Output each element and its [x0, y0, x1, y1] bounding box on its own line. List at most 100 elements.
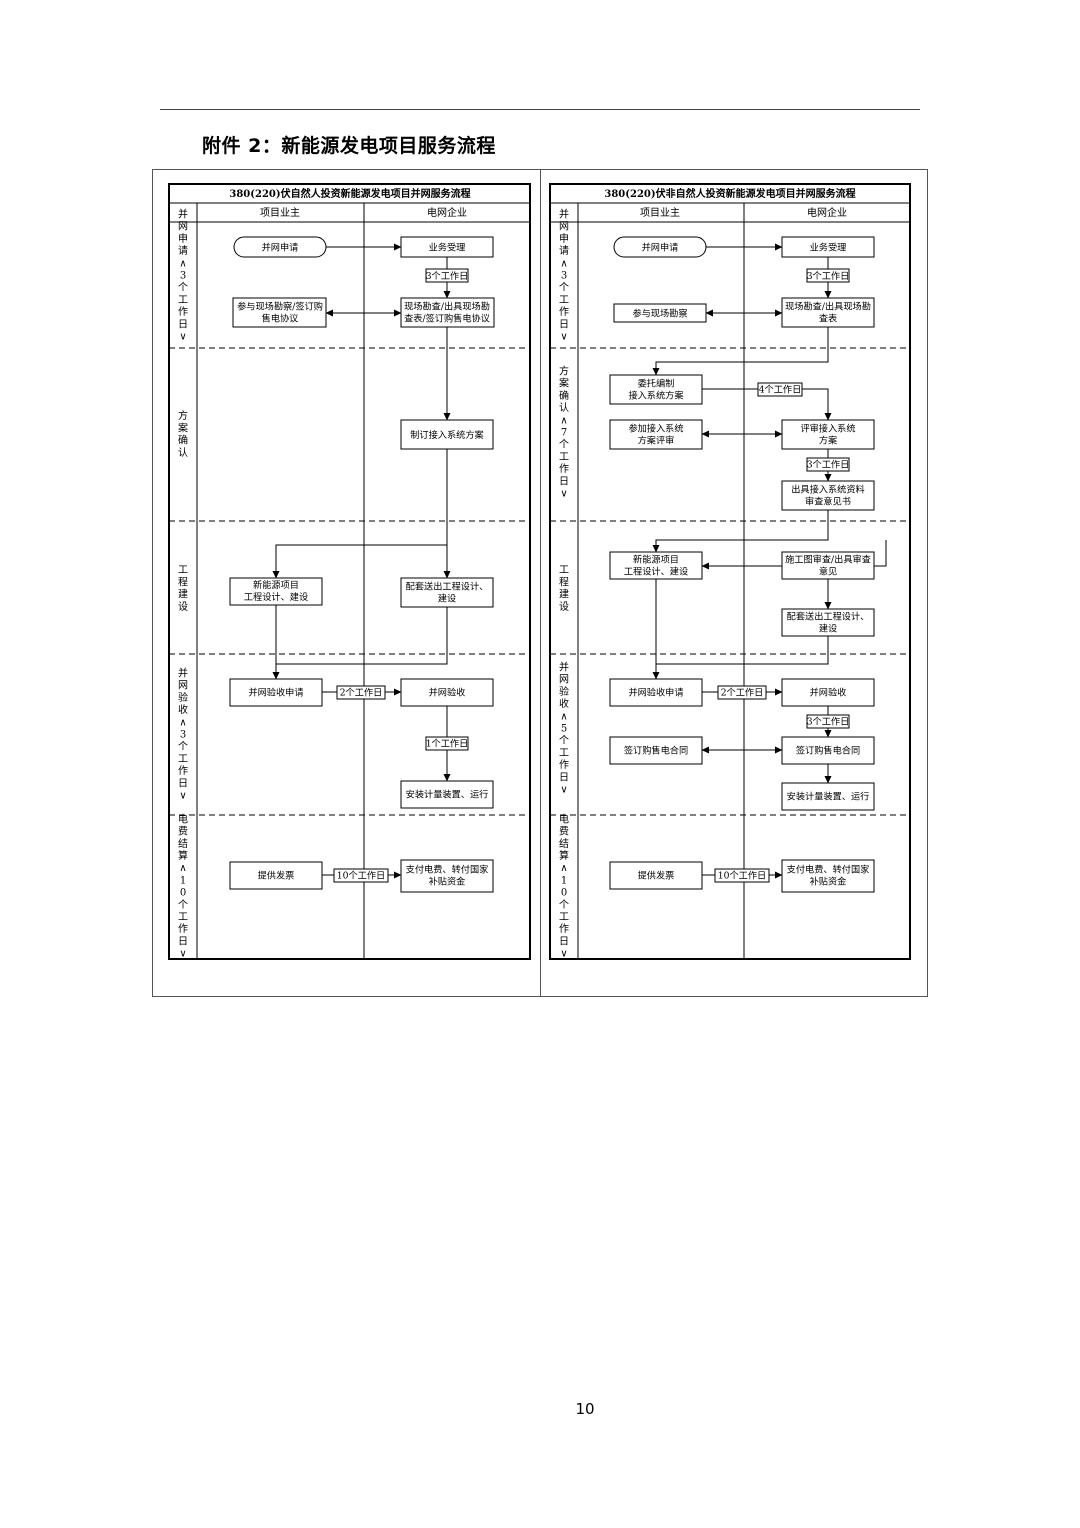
right-drawing-text-2: 意见 — [819, 566, 837, 578]
left-survey-owner-box — [232, 297, 327, 328]
right-meter-text: 安装计量装置、运行 — [787, 791, 870, 803]
left-invoice-box — [229, 861, 323, 890]
right-build-grid-box — [781, 608, 875, 637]
right-label-3days-b: 3个工作日 — [807, 459, 850, 471]
right-col-grid: 电网企业 — [807, 206, 847, 219]
left-flowchart: 380(220)伏自然人投资新能源发电项目并网服务流程 项目业主 电网企业 并网… — [168, 183, 531, 960]
left-stage-plan: 方案确认 — [178, 409, 188, 459]
right-drawing-text-1: 施工图审查/出具审查 — [785, 554, 871, 566]
right-contract-grid-text: 签订购售电合同 — [796, 745, 860, 757]
right-col-owner: 项目业主 — [640, 207, 680, 219]
left-survey-grid-text-2: 查表/签订购售电协议 — [404, 313, 490, 325]
left-label-1day: 1个工作日 — [426, 738, 469, 750]
right-arrow-to-owner-build — [652, 510, 829, 553]
left-col-owner: 项目业主 — [260, 207, 300, 219]
right-review-grid-box — [781, 419, 875, 450]
right-arrow-to-review — [702, 388, 832, 421]
right-label-bg — [806, 457, 850, 472]
left-pay-text-1: 支付电费、转付国家 — [406, 864, 489, 876]
right-acc-apply-text: 并网验收申请 — [628, 687, 683, 699]
right-opinion-text-1: 出具接入系统资料 — [791, 484, 865, 496]
left-stage-build: 工程建设 — [178, 565, 188, 613]
left-acc-apply-text: 并网验收申请 — [248, 687, 303, 699]
left-label-3days: 3个工作日 — [426, 270, 469, 282]
stage-label-text: 工程建设 — [178, 565, 188, 613]
left-frame — [168, 183, 531, 960]
right-apply-text: 并网申请 — [642, 242, 679, 254]
right-review-owner-box — [609, 419, 703, 450]
left-label-10days: 10个工作日 — [337, 870, 385, 882]
right-line-grid-to-acc — [656, 636, 829, 665]
right-frame — [549, 183, 911, 960]
left-line-grid-to-acc — [276, 607, 448, 665]
right-contract-owner-text: 签订购售电合同 — [624, 745, 688, 757]
right-label-2days: 2个工作日 — [721, 687, 764, 699]
left-label-2days: 2个工作日 — [340, 687, 383, 699]
left-build-grid-box — [400, 577, 494, 608]
right-contract-owner-box — [609, 736, 703, 765]
left-acc-box — [400, 678, 494, 707]
right-meter-box — [781, 782, 875, 811]
right-stage-build: 工程建设 — [559, 565, 569, 613]
right-entrust-text-2: 接入系统方案 — [628, 390, 683, 402]
right-label-3days-a: 3个工作日 — [807, 270, 850, 282]
right-label-4days: 4个工作日 — [759, 384, 802, 396]
right-review-grid-text-2: 方案 — [819, 435, 837, 447]
header-rule — [160, 109, 920, 110]
left-build-grid-text-1: 配套送出工程设计、 — [406, 581, 489, 593]
right-acc-text: 并网验收 — [810, 687, 847, 699]
left-label-bg — [336, 685, 386, 700]
right-label-bg — [714, 868, 770, 883]
left-build-grid-text-2: 建设 — [438, 593, 456, 605]
left-arrow-to-owner-build — [272, 544, 447, 579]
right-label-bg — [717, 685, 767, 700]
right-build-owner-text-1: 新能源项目 — [633, 554, 679, 566]
left-plan-text: 制订接入系统方案 — [410, 429, 484, 441]
right-survey-grid-text-1: 现场勘查/出具现场勘 — [785, 301, 871, 313]
left-label-bg — [333, 868, 389, 883]
right-invoice-text: 提供发票 — [638, 870, 675, 882]
right-label-3days-c: 3个工作日 — [807, 716, 850, 728]
right-survey-grid-text-2: 查表 — [819, 313, 837, 325]
right-acc-apply-box — [609, 678, 703, 707]
right-pay-text-1: 支付电费、转付国家 — [787, 864, 870, 876]
left-invoice-text: 提供发票 — [258, 870, 295, 882]
page-number: 10 — [575, 1400, 595, 1418]
right-label-bg — [806, 268, 850, 283]
right-line-to-drawing — [874, 540, 887, 567]
right-review-grid-text-1: 评审接入系统 — [800, 423, 855, 435]
left-col-grid: 电网企业 — [427, 206, 467, 219]
left-survey-owner-text-2: 售电协议 — [262, 313, 299, 325]
right-survey-owner-text: 参与现场勘察 — [632, 308, 687, 320]
left-meter-text: 安装计量装置、运行 — [406, 789, 489, 801]
right-entrust-text-1: 委托编制 — [638, 378, 675, 390]
right-build-grid-text-2: 建设 — [819, 623, 837, 635]
right-review-owner-text-1: 参加接入系统 — [628, 423, 683, 435]
left-pay-text-2: 补贴资金 — [429, 876, 466, 888]
stage-label-text: 方案确认 — [178, 409, 188, 459]
right-contract-grid-box — [781, 736, 875, 765]
right-flowchart: 380(220)伏非自然人投资新能源发电项目并网服务流程 项目业主 电网企业 并… — [549, 183, 911, 960]
left-diagram-title: 380(220)伏自然人投资新能源发电项目并网服务流程 — [229, 187, 470, 200]
stage-label-text: 工程建设 — [559, 565, 569, 613]
right-accept-text: 业务受理 — [810, 242, 847, 254]
left-build-owner-text-2: 工程设计、建设 — [244, 591, 308, 603]
right-arrow-to-entrust — [652, 327, 829, 376]
document-title: 附件 2：新能源发电项目服务流程 — [202, 135, 496, 157]
right-entrust-box — [609, 374, 703, 405]
right-build-grid-text-1: 配套送出工程设计、 — [787, 611, 870, 623]
left-acc-apply-box — [229, 678, 323, 707]
left-survey-grid-text-1: 现场勘查/出具现场勘 — [404, 301, 490, 313]
left-accept-text: 业务受理 — [429, 242, 466, 254]
left-label-bg — [425, 268, 469, 283]
